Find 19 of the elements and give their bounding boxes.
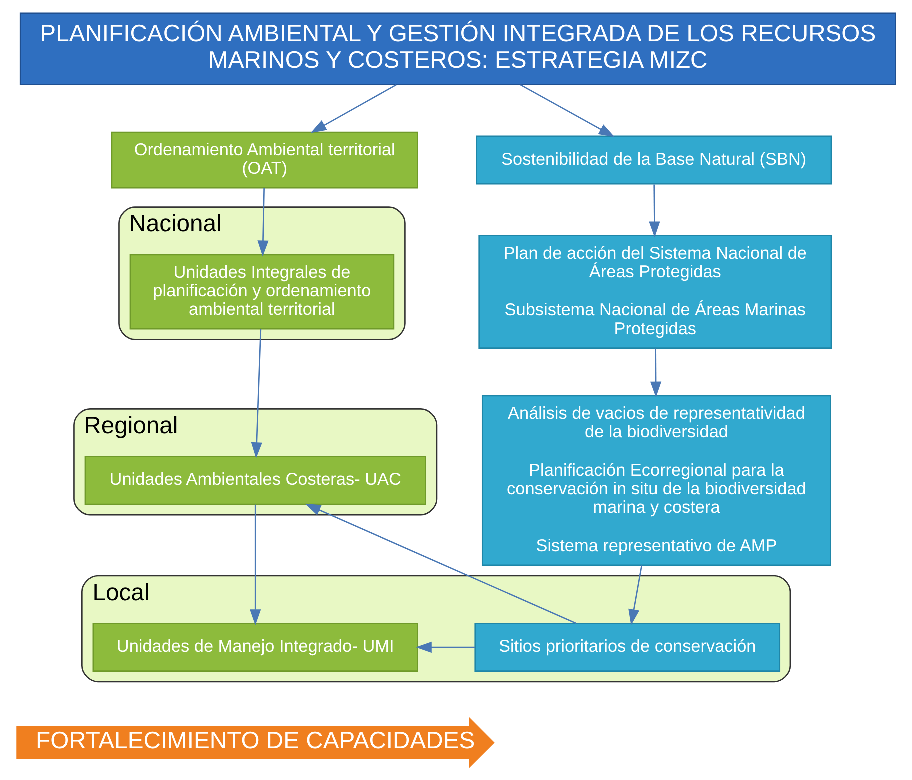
node-box: Unidades Integrales de planificación y ordenamiento ambiental territorial xyxy=(129,254,394,330)
node-box: Análisis de vacios de representatividad de la biodiversidad Planificación Ecorregional para la conservación in situ de la biodiversidad marina y costera Sistema representativo de AMP xyxy=(481,395,831,566)
arrow xyxy=(250,329,262,459)
arrow xyxy=(304,504,576,624)
node-box: Ordenamiento Ambiental territorial (OAT) xyxy=(110,132,418,189)
arrow xyxy=(257,188,268,257)
node-box: Unidades Ambientales Costeras- UAC xyxy=(84,456,426,506)
arrow xyxy=(520,84,614,138)
arrow xyxy=(250,504,261,626)
arrow xyxy=(310,84,396,134)
node-box: Unidades de Manejo Integrado- UMI xyxy=(92,623,418,672)
node-box: Plan de acción del Sistema Nacional de Áreas Protegidas Subsistema Nacional de Áreas Marinas Protegidas xyxy=(478,235,832,349)
node-box: PLANIFICACIÓN AMBIENTAL Y GESTIÓN INTEGRADA DE LOS RECURSOS MARINOS Y COSTEROS: ESTRATEGIA MIZC xyxy=(19,12,896,86)
node-box: Sitios prioritarios de conservación xyxy=(474,623,780,672)
arrow xyxy=(415,642,475,654)
arrow xyxy=(648,184,660,238)
arrow xyxy=(650,348,662,398)
node-box: Sostenibilidad de la Base Natural (SBN) xyxy=(476,136,832,185)
arrow xyxy=(628,565,642,626)
